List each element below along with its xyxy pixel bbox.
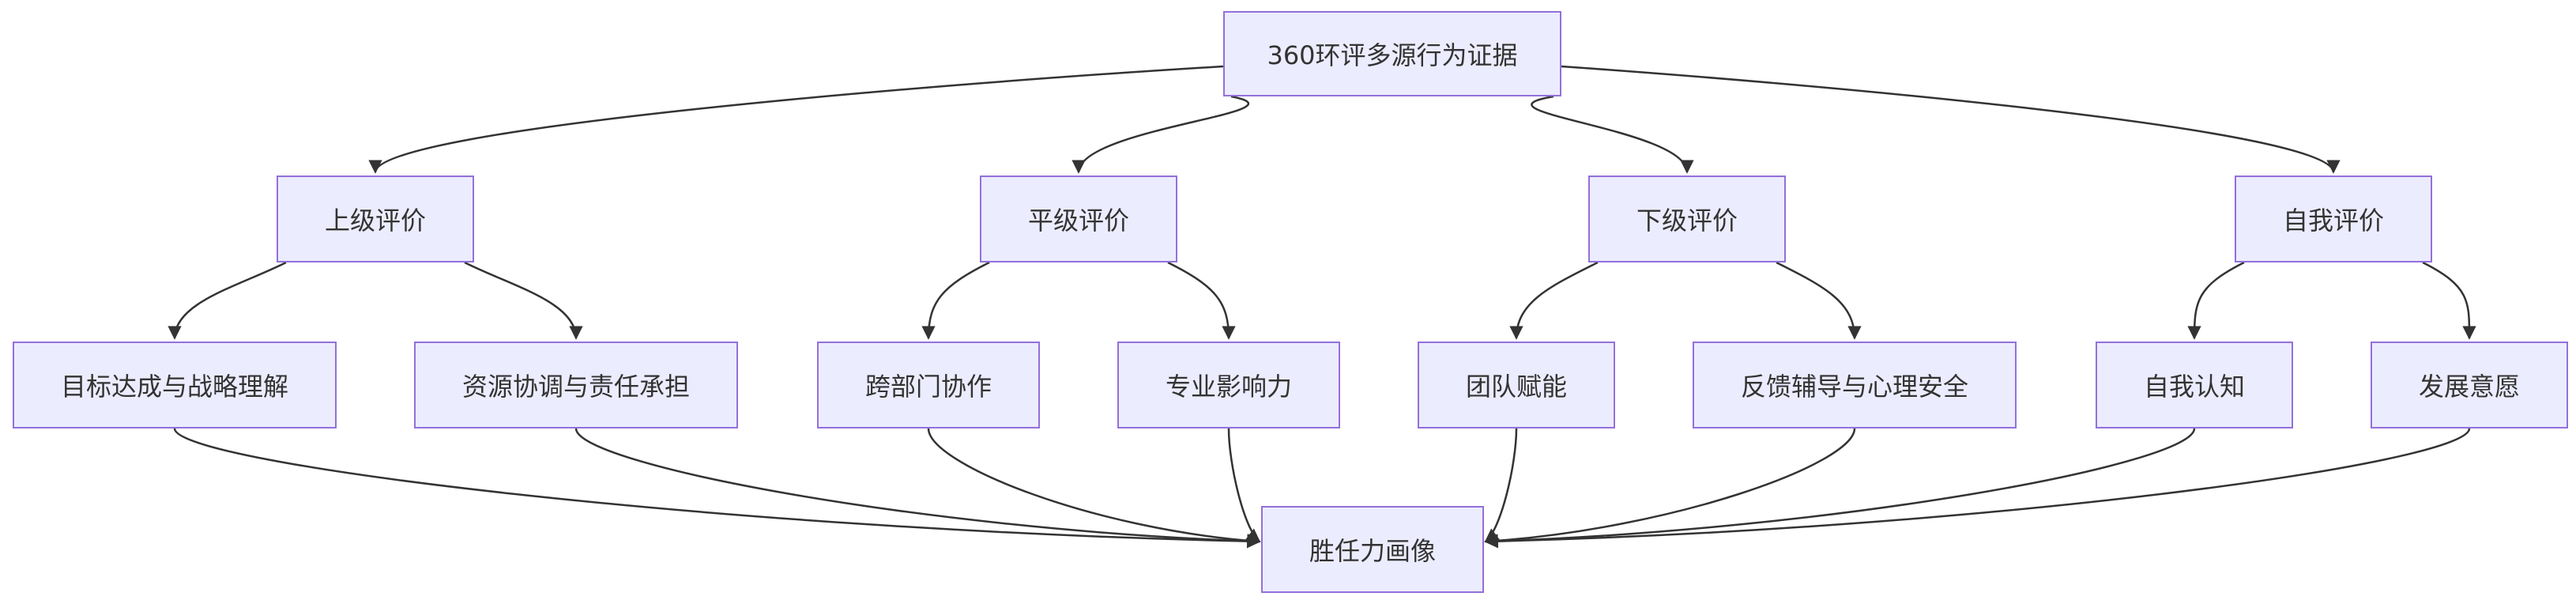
edge-pro-comp: [1227, 428, 1261, 543]
node-fb-label: 反馈辅导与心理安全: [1740, 372, 1968, 402]
edge-root-sup: [368, 65, 1224, 174]
edge-cross-comp: [927, 428, 1261, 548]
node-fb: 反馈辅导与心理安全: [1693, 342, 2017, 428]
edge-team-comp: [1484, 428, 1518, 543]
node-sup: 上级评价: [277, 176, 474, 262]
edge-sup-res: [464, 261, 583, 340]
node-dev-label: 发展意愿: [2418, 372, 2520, 402]
edge-aware-comp: [1484, 428, 2196, 549]
node-goal: 目标达成与战略理解: [13, 342, 337, 428]
edge-dev-comp: [1484, 428, 2471, 549]
node-sub-label: 下级评价: [1636, 206, 1738, 236]
node-peer-label: 平级评价: [1027, 206, 1129, 236]
edge-goal-comp: [173, 428, 1261, 549]
edge-self-dev: [2422, 261, 2476, 340]
edge-res-comp: [574, 428, 1261, 549]
node-goal-label: 目标达成与战略理解: [60, 372, 288, 402]
edge-sub-fb: [1776, 261, 1862, 340]
node-comp-label: 胜任力画像: [1309, 536, 1436, 566]
node-cross-label: 跨部门协作: [864, 372, 992, 402]
node-root: 360环评多源行为证据: [1223, 11, 1561, 96]
node-peer: 平级评价: [980, 176, 1177, 262]
node-aware: 自我认知: [2096, 342, 2293, 428]
node-sup-label: 上级评价: [324, 206, 426, 236]
node-aware-label: 自我认知: [2143, 372, 2245, 402]
node-cross: 跨部门协作: [817, 342, 1040, 428]
edge-sub-team: [1509, 261, 1599, 340]
node-res: 资源协调与责任承担: [414, 342, 738, 428]
node-self: 自我评价: [2235, 176, 2432, 262]
edge-root-sub: [1531, 95, 1694, 174]
edge-root-self: [1561, 65, 2341, 174]
node-pro: 专业影响力: [1117, 342, 1340, 428]
node-comp: 胜任力画像: [1261, 506, 1484, 593]
node-self-label: 自我评价: [2282, 206, 2384, 236]
node-root-label: 360环评多源行为证据: [1267, 40, 1518, 70]
edge-peer-pro: [1167, 261, 1236, 340]
edge-fb-comp: [1484, 428, 1856, 548]
node-sub: 下级评价: [1588, 176, 1786, 262]
edge-root-peer: [1071, 95, 1250, 174]
node-dev: 发展意愿: [2371, 342, 2568, 428]
node-res-label: 资源协调与责任承担: [461, 372, 690, 402]
edge-sup-goal: [168, 261, 287, 340]
node-team-label: 团队赋能: [1465, 372, 1567, 402]
node-team: 团队赋能: [1418, 342, 1615, 428]
edge-peer-cross: [921, 261, 990, 340]
node-pro-label: 专业影响力: [1165, 372, 1292, 402]
edge-self-aware: [2187, 261, 2245, 340]
